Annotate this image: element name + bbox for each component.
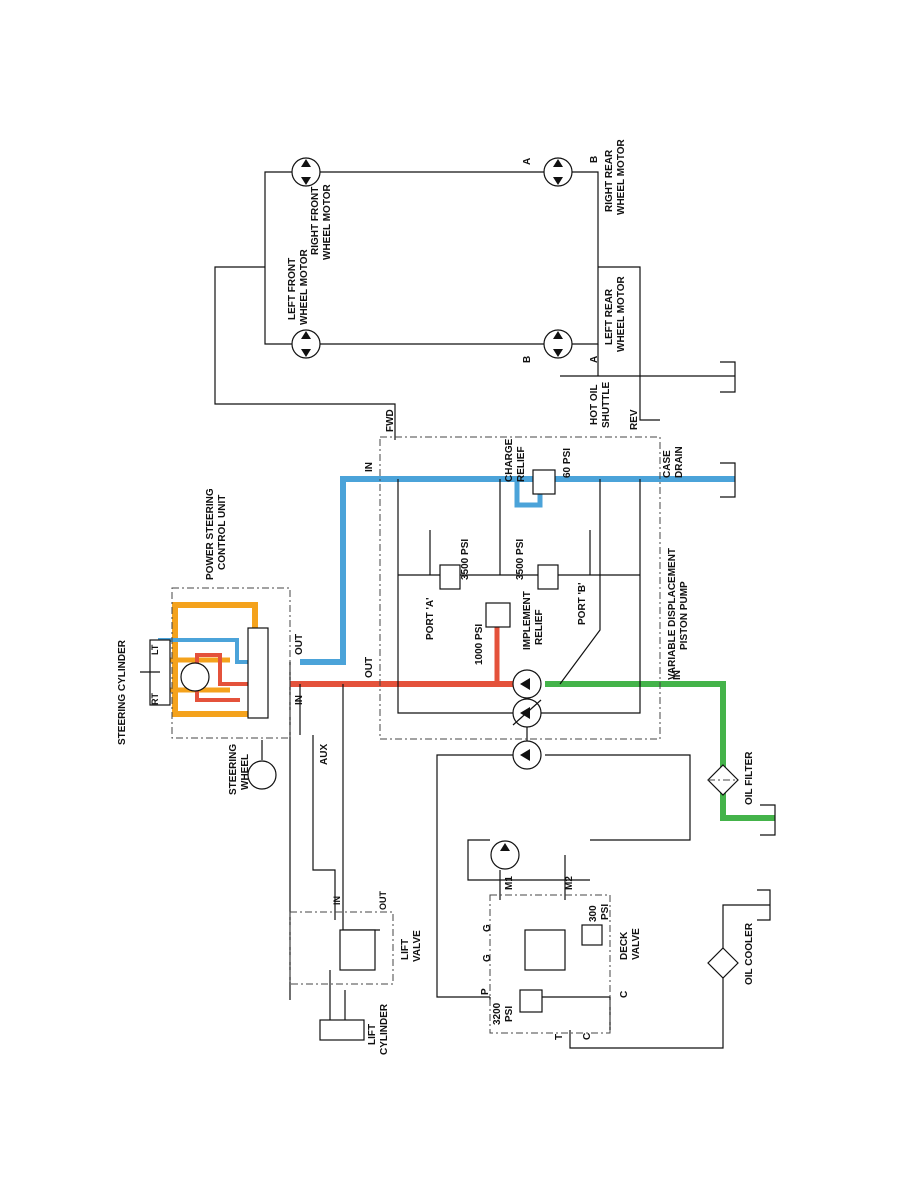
label-lift-in: IN [332, 896, 342, 905]
label-m1: M1 [504, 876, 515, 890]
label-lr-a: A [589, 356, 600, 363]
deck-valve-spool [524, 929, 566, 971]
label-left-rear-1: LEFT REAR [604, 288, 615, 345]
piston-pump-symbol [512, 669, 542, 770]
label-lt: LT [150, 644, 160, 655]
steering-valve-spool [247, 627, 269, 719]
label-lift-out: OUT [378, 891, 388, 911]
label-3500-a: 3500 PSI [460, 539, 471, 580]
label-implement-1: IMPLEMENT [522, 591, 533, 650]
right-front-wheel-motor-symbol [291, 157, 321, 187]
label-oil-filter: OIL FILTER [744, 751, 755, 805]
label-rt: RT [150, 693, 160, 705]
label-deck-2: VALVE [631, 928, 642, 960]
label-power-steering-1: POWER STEERING [205, 488, 216, 580]
label-in-psu: IN [294, 695, 305, 705]
label-60psi: 60 PSI [562, 448, 573, 478]
label-pump-in-bottom: IN [672, 670, 683, 680]
label-1000: 1000 PSI [474, 624, 485, 665]
label-pump-out: OUT [364, 657, 375, 678]
label-out-psu: OUT [294, 634, 305, 655]
left-rear-wheel-motor-symbol [543, 329, 573, 359]
label-left-front-2: WHEEL MOTOR [299, 248, 310, 325]
steering-motor [180, 662, 210, 692]
steering-wheel-symbol [247, 760, 277, 790]
component-boundaries [171, 436, 661, 1034]
charge-relief-flow-line [514, 479, 543, 508]
deck-3200-relief [519, 989, 543, 1013]
label-power-steering-2: CONTROL UNIT [217, 495, 228, 570]
label-port-b: PORT 'B' [577, 582, 588, 625]
label-aux: AUX [319, 744, 330, 765]
label-p: P [480, 988, 491, 995]
label-lr-b: B [522, 356, 533, 363]
deck-motor-symbol [490, 840, 520, 870]
label-case-1: CASE [662, 450, 673, 478]
label-vdp-2: PISTON PUMP [679, 581, 690, 650]
label-lift-cyl-1: LIFT [367, 1024, 378, 1045]
label-c1: C [619, 991, 630, 998]
label-hot-oil-2: SHUTTLE [601, 382, 612, 428]
label-vdp-1: VARIABLE DISPLACEMENT [667, 548, 678, 680]
label-3500-b: 3500 PSI [515, 539, 526, 580]
label-right-rear-2: WHEEL MOTOR [616, 138, 627, 215]
charge-relief-valve [532, 469, 556, 495]
label-300: 300 [588, 905, 599, 922]
label-rev: REV [629, 409, 640, 430]
label-hot-oil-1: HOT OIL [589, 384, 600, 425]
port-a-relief-valve [439, 564, 461, 590]
label-left-front-1: LEFT FRONT [287, 258, 298, 320]
label-lift-valve-2: VALVE [412, 930, 423, 962]
label-charge-1: CHARGE [504, 438, 515, 482]
label-right-front-2: WHEEL MOTOR [322, 183, 333, 260]
label-left-rear-2: WHEEL MOTOR [616, 275, 627, 352]
label-fwd: FWD [385, 409, 396, 432]
oil-cooler-symbol [707, 947, 739, 979]
label-port-a: PORT 'A' [425, 597, 436, 640]
label-lift-cyl-2: CYLINDER [379, 1003, 390, 1055]
label-g2: G [482, 954, 493, 962]
label-lift-valve-1: LIFT [400, 939, 411, 960]
label-3200: 3200 [492, 1002, 503, 1025]
label-g1: G [482, 924, 493, 932]
label-m2: M2 [564, 876, 575, 890]
label-300-unit: PSI [600, 904, 611, 920]
label-3200-unit: PSI [504, 1006, 515, 1022]
label-rr-b: B [589, 156, 600, 163]
label-t: T [554, 1034, 565, 1040]
right-rear-wheel-motor-symbol [543, 157, 573, 187]
implement-relief-valve [485, 602, 511, 628]
lift-valve-spool [339, 929, 376, 971]
label-c2: C [582, 1033, 593, 1040]
label-deck-1: DECK [619, 931, 630, 960]
label-case-2: DRAIN [674, 446, 685, 478]
deck-300-relief [581, 924, 603, 946]
label-right-rear-1: RIGHT REAR [604, 149, 615, 212]
steering-cylinder [140, 639, 171, 706]
charge-flow-line [545, 681, 775, 821]
label-rr-a: A [522, 158, 533, 165]
label-charge-2: RELIEF [516, 446, 527, 482]
port-b-relief-valve [537, 564, 559, 590]
label-right-front-1: RIGHT FRONT [310, 187, 321, 255]
label-steering-wheel-2: WHEEL [240, 754, 251, 790]
label-implement-2: RELIEF [534, 609, 545, 645]
label-pump-in-top: IN [364, 462, 375, 472]
label-steering-cylinder: STEERING CYLINDER [117, 639, 128, 745]
labels: STEERING CYLINDER POWER STEERING CONTROL… [117, 138, 755, 1055]
steering-red-loop [195, 653, 255, 702]
label-oil-cooler: OIL COOLER [744, 922, 755, 985]
left-front-wheel-motor-symbol [291, 329, 321, 359]
label-steering-wheel-1: STEERING [228, 744, 239, 795]
lift-cylinder-symbol [319, 1019, 365, 1041]
